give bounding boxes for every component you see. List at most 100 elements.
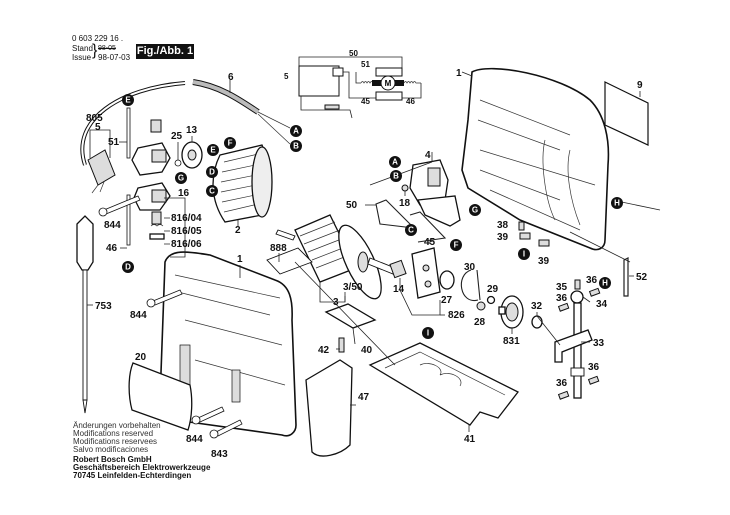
issue-label: Issue: [72, 53, 92, 62]
marker-f-switch: F: [450, 239, 462, 251]
rod-52: [623, 257, 629, 297]
label-844-c: 844: [186, 434, 203, 445]
label-36-b: 36: [556, 293, 568, 304]
marker-d-wire: D: [122, 261, 134, 273]
notice-de: Änderungen vorbehalten: [73, 421, 161, 430]
svg-text:D: D: [209, 168, 215, 177]
svg-text:H: H: [602, 279, 608, 288]
marker-b-switch: B: [390, 170, 402, 182]
label-47: 47: [358, 392, 370, 403]
wiring-label-50: 50: [349, 49, 358, 58]
bearing-14: [389, 259, 407, 279]
marker-f-stator: F: [224, 137, 236, 149]
label-816-04: 816/04: [171, 213, 202, 224]
switch-terminal: [332, 67, 344, 77]
marker-b-cord: B: [290, 140, 302, 152]
brush-assembly: [98, 107, 203, 246]
motor-letter: M: [385, 79, 392, 88]
base-41: [368, 342, 519, 426]
marker-c-switch: C: [405, 224, 417, 236]
connection-markers: A B E F E D C G D A B C F G H I H I: [122, 94, 623, 339]
label-1-right: 1: [456, 68, 462, 79]
stator: [212, 144, 273, 223]
label-844-b: 844: [130, 310, 147, 321]
marker-e-stator: E: [207, 144, 219, 156]
brush-cap: [149, 233, 165, 240]
plunger-rod: [573, 302, 582, 399]
stand-value: 98-05: [98, 45, 116, 52]
label-29: 29: [487, 284, 499, 295]
brush-left: [372, 80, 381, 86]
label-30: 30: [464, 262, 476, 273]
part-labels: 6 805 5 51 25 13 844 16 816/04 816/05 81…: [86, 68, 648, 460]
label-3: 3: [333, 297, 339, 308]
company-division: Geschäftsbereich Elektrowerkzeuge: [73, 463, 211, 472]
plate-40: [324, 303, 377, 329]
wire-46: [126, 194, 131, 246]
label-42: 42: [318, 345, 330, 356]
wire-50: [298, 56, 403, 72]
label-20: 20: [135, 352, 147, 363]
label-33: 33: [593, 338, 605, 349]
wiring-label-51: 51: [361, 60, 370, 69]
screw-18: [401, 184, 409, 192]
label-4: 4: [425, 150, 431, 161]
wiring-label-5: 5: [284, 72, 289, 81]
label-27: 27: [441, 295, 453, 306]
marker-a-switch: A: [389, 156, 401, 168]
spring-35: [574, 279, 581, 290]
screwdriver: [76, 215, 94, 414]
marker-h-housing: H: [611, 197, 623, 209]
svg-text:G: G: [472, 206, 478, 215]
notice-es: Salvo modificaciones: [73, 445, 149, 454]
field-coil-right: [403, 81, 421, 84]
housing-right: [461, 67, 649, 297]
marker-d-stator: D: [206, 166, 218, 178]
label-844-a: 844: [104, 220, 121, 231]
svg-text:I: I: [523, 250, 525, 259]
marker-i-housing: I: [518, 248, 530, 260]
screw-844-a: [103, 195, 141, 215]
label-28: 28: [474, 317, 486, 328]
svg-text:F: F: [228, 139, 233, 148]
bearing-27: [439, 270, 455, 290]
label-38: 38: [497, 220, 509, 231]
label-13: 13: [186, 125, 198, 136]
label-39-b: 39: [538, 256, 550, 267]
svg-text:F: F: [454, 241, 459, 250]
pin-38: [518, 221, 525, 231]
switch-block: [298, 65, 340, 97]
base-parts: [305, 303, 519, 457]
svg-text:A: A: [392, 158, 398, 167]
label-816-05: 816/05: [171, 226, 202, 237]
label-50: 50: [346, 200, 358, 211]
roller-36-b: [557, 302, 570, 312]
part-number: 0 603 229 16 .: [72, 34, 124, 43]
field-coil-left: [360, 81, 374, 84]
roller-36-d: [557, 390, 570, 400]
marker-h-plunger: H: [599, 277, 611, 289]
svg-text:I: I: [427, 329, 429, 338]
label-52: 52: [636, 272, 648, 283]
roller-36-c: [587, 375, 600, 385]
label-36-d: 36: [556, 378, 568, 389]
svg-text:B: B: [293, 142, 299, 151]
label-9: 9: [637, 80, 643, 91]
marker-i-base: I: [422, 327, 434, 339]
label-51: 51: [108, 137, 120, 148]
label-34: 34: [596, 299, 608, 310]
circlip-30: [460, 269, 481, 302]
resistor-51: [375, 67, 403, 77]
wiring-label-46: 46: [406, 97, 415, 106]
label-3-50: 3/50: [343, 282, 363, 293]
brush-spring: [150, 224, 164, 227]
label-25: 25: [171, 131, 183, 142]
svg-text:G: G: [178, 174, 184, 183]
stand-label: Stand: [72, 44, 93, 53]
pad-39-b: [538, 239, 550, 247]
label-41: 41: [464, 434, 476, 445]
label-16: 16: [178, 188, 190, 199]
armature: [275, 214, 407, 300]
label-14: 14: [393, 284, 405, 295]
label-843: 843: [211, 449, 228, 460]
